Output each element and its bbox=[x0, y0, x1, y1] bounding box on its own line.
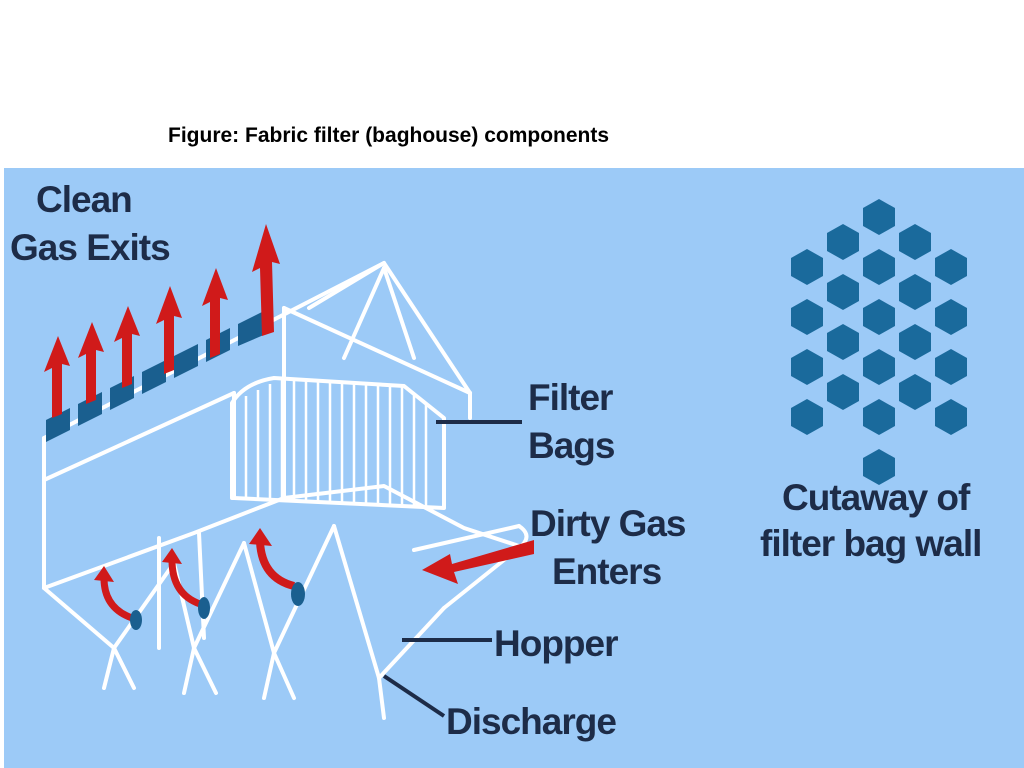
label-enters: Enters bbox=[552, 551, 662, 592]
label-clean: Clean bbox=[36, 179, 132, 220]
label-bags: Bags bbox=[528, 425, 615, 466]
label-filter-bag-wall: filter bag wall bbox=[760, 523, 981, 564]
cutaway-hexagon-pattern bbox=[791, 199, 967, 485]
figure-caption: Figure: Fabric filter (baghouse) compone… bbox=[168, 124, 610, 147]
label-hopper: Hopper bbox=[494, 623, 618, 664]
filter-bags bbox=[244, 380, 428, 507]
hopper-swirl-arrows bbox=[94, 528, 305, 630]
label-filter: Filter bbox=[528, 377, 613, 418]
clean-gas-arrows bbox=[44, 224, 280, 418]
label-gas-exits: Gas Exits bbox=[10, 227, 170, 268]
label-cutaway-of: Cutaway of bbox=[782, 477, 971, 518]
label-dirty-gas: Dirty Gas bbox=[530, 503, 686, 544]
dirty-gas-arrow bbox=[422, 540, 534, 584]
diagram-svg: Clean Gas Exits Filter Bags Dirty Gas En… bbox=[4, 168, 1024, 768]
label-discharge: Discharge bbox=[446, 701, 616, 742]
leader-lines bbox=[382, 420, 522, 718]
baghouse-frame bbox=[42, 261, 529, 720]
baghouse-diagram: Clean Gas Exits Filter Bags Dirty Gas En… bbox=[4, 168, 1024, 768]
diagram-background bbox=[4, 168, 1024, 768]
